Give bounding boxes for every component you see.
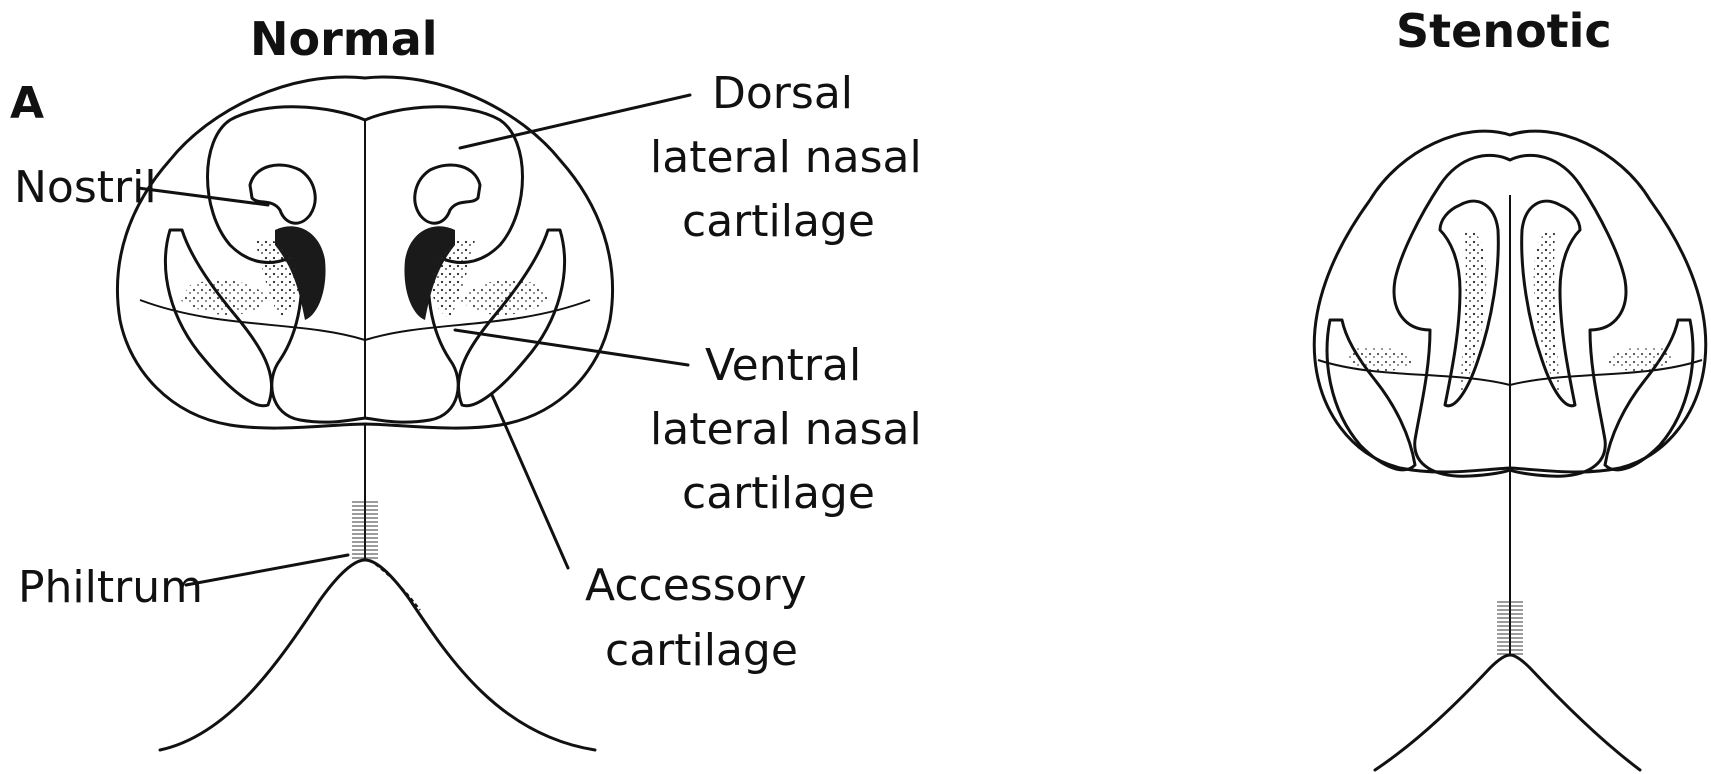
stenotic-nose <box>1314 131 1706 770</box>
label-philtrum: Philtrum <box>18 562 203 613</box>
label-ventral-1: Ventral <box>705 340 861 391</box>
label-dorsal-2: lateral nasal <box>650 132 922 183</box>
normal-upper-lip <box>160 560 595 750</box>
title-normal: Normal <box>250 12 438 66</box>
title-stenotic: Stenotic <box>1396 4 1612 58</box>
normal-nostril-right <box>415 165 480 223</box>
normal-nose <box>117 77 612 750</box>
leader-lines <box>138 95 690 585</box>
label-nostril: Nostril <box>14 162 157 213</box>
label-dorsal-1: Dorsal <box>712 68 853 119</box>
label-ventral-2: lateral nasal <box>650 404 922 455</box>
label-accessory-2: cartilage <box>605 625 798 676</box>
normal-accessory-cartilage-left <box>165 230 271 406</box>
panel-letter: A <box>10 78 44 129</box>
normal-nostril-left <box>250 165 315 223</box>
normal-accessory-cartilage-right <box>458 230 564 406</box>
label-ventral-3: cartilage <box>682 468 875 519</box>
stenotic-upper-lip <box>1375 655 1640 770</box>
stenotic-accessory-cartilage-left <box>1327 320 1415 470</box>
stenotic-accessory-cartilage-right <box>1605 320 1693 470</box>
label-dorsal-3: cartilage <box>682 196 875 247</box>
label-accessory-1: Accessory <box>585 560 807 611</box>
